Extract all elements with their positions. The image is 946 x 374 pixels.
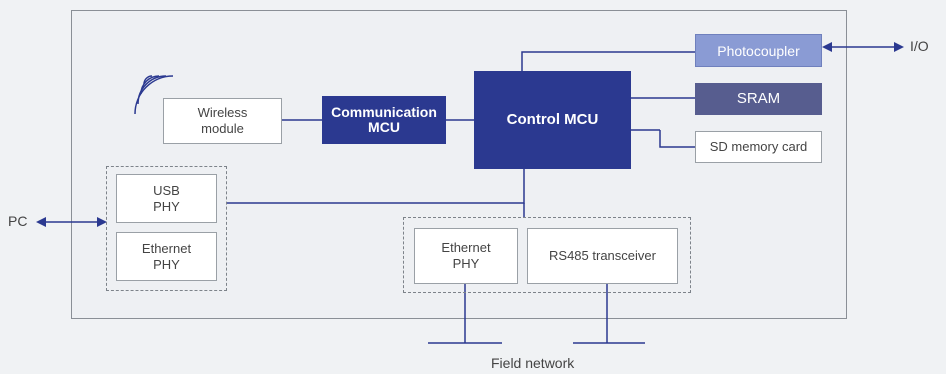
wire-control-sd-b	[659, 130, 695, 148]
ethernet-phy-left-box: Ethernet PHY	[116, 232, 217, 281]
communication-mcu-label: Communication MCU	[331, 104, 437, 135]
field-network-label: Field network	[491, 355, 575, 371]
phy-group-left	[106, 166, 227, 291]
sram-box: SRAM	[695, 83, 822, 115]
pc-arrow-left-head	[36, 217, 46, 227]
pc-arrow-right-head	[97, 217, 107, 227]
control-mcu-box: Control MCU	[474, 71, 631, 169]
usb-phy-label: USB PHY	[153, 182, 180, 214]
rs485-transceiver-box: RS485 transceiver	[527, 228, 678, 284]
wireless-signal-icon	[134, 75, 174, 115]
ethernet-phy-bottom-box: Ethernet PHY	[414, 228, 518, 284]
io-arrow-right-head	[894, 42, 904, 52]
control-mcu-label: Control MCU	[506, 111, 599, 128]
wireless-module-box: Wireless module	[163, 98, 282, 144]
wireless-module-label: Wireless module	[197, 105, 248, 136]
ethernet-phy-left-label: Ethernet PHY	[141, 240, 192, 272]
sd-card-box: SD memory card	[695, 131, 822, 163]
sram-label: SRAM	[736, 90, 781, 107]
photocoupler-label: Photocoupler	[717, 42, 800, 59]
usb-phy-box: USB PHY	[116, 174, 217, 223]
io-label: I/O	[910, 38, 929, 54]
photocoupler-box: Photocoupler	[695, 34, 822, 67]
io-arrow-left-head	[822, 42, 832, 52]
pc-label: PC	[8, 213, 28, 229]
rs485-transceiver-label: RS485 transceiver	[549, 248, 656, 263]
communication-mcu-box: Communication MCU	[322, 96, 446, 144]
wire-usb-control	[226, 169, 525, 204]
wire-control-photocoupler	[521, 51, 695, 71]
network-group-bottom	[403, 217, 691, 293]
ethernet-phy-bottom-label: Ethernet PHY	[441, 240, 491, 271]
sd-card-label: SD memory card	[709, 139, 808, 154]
